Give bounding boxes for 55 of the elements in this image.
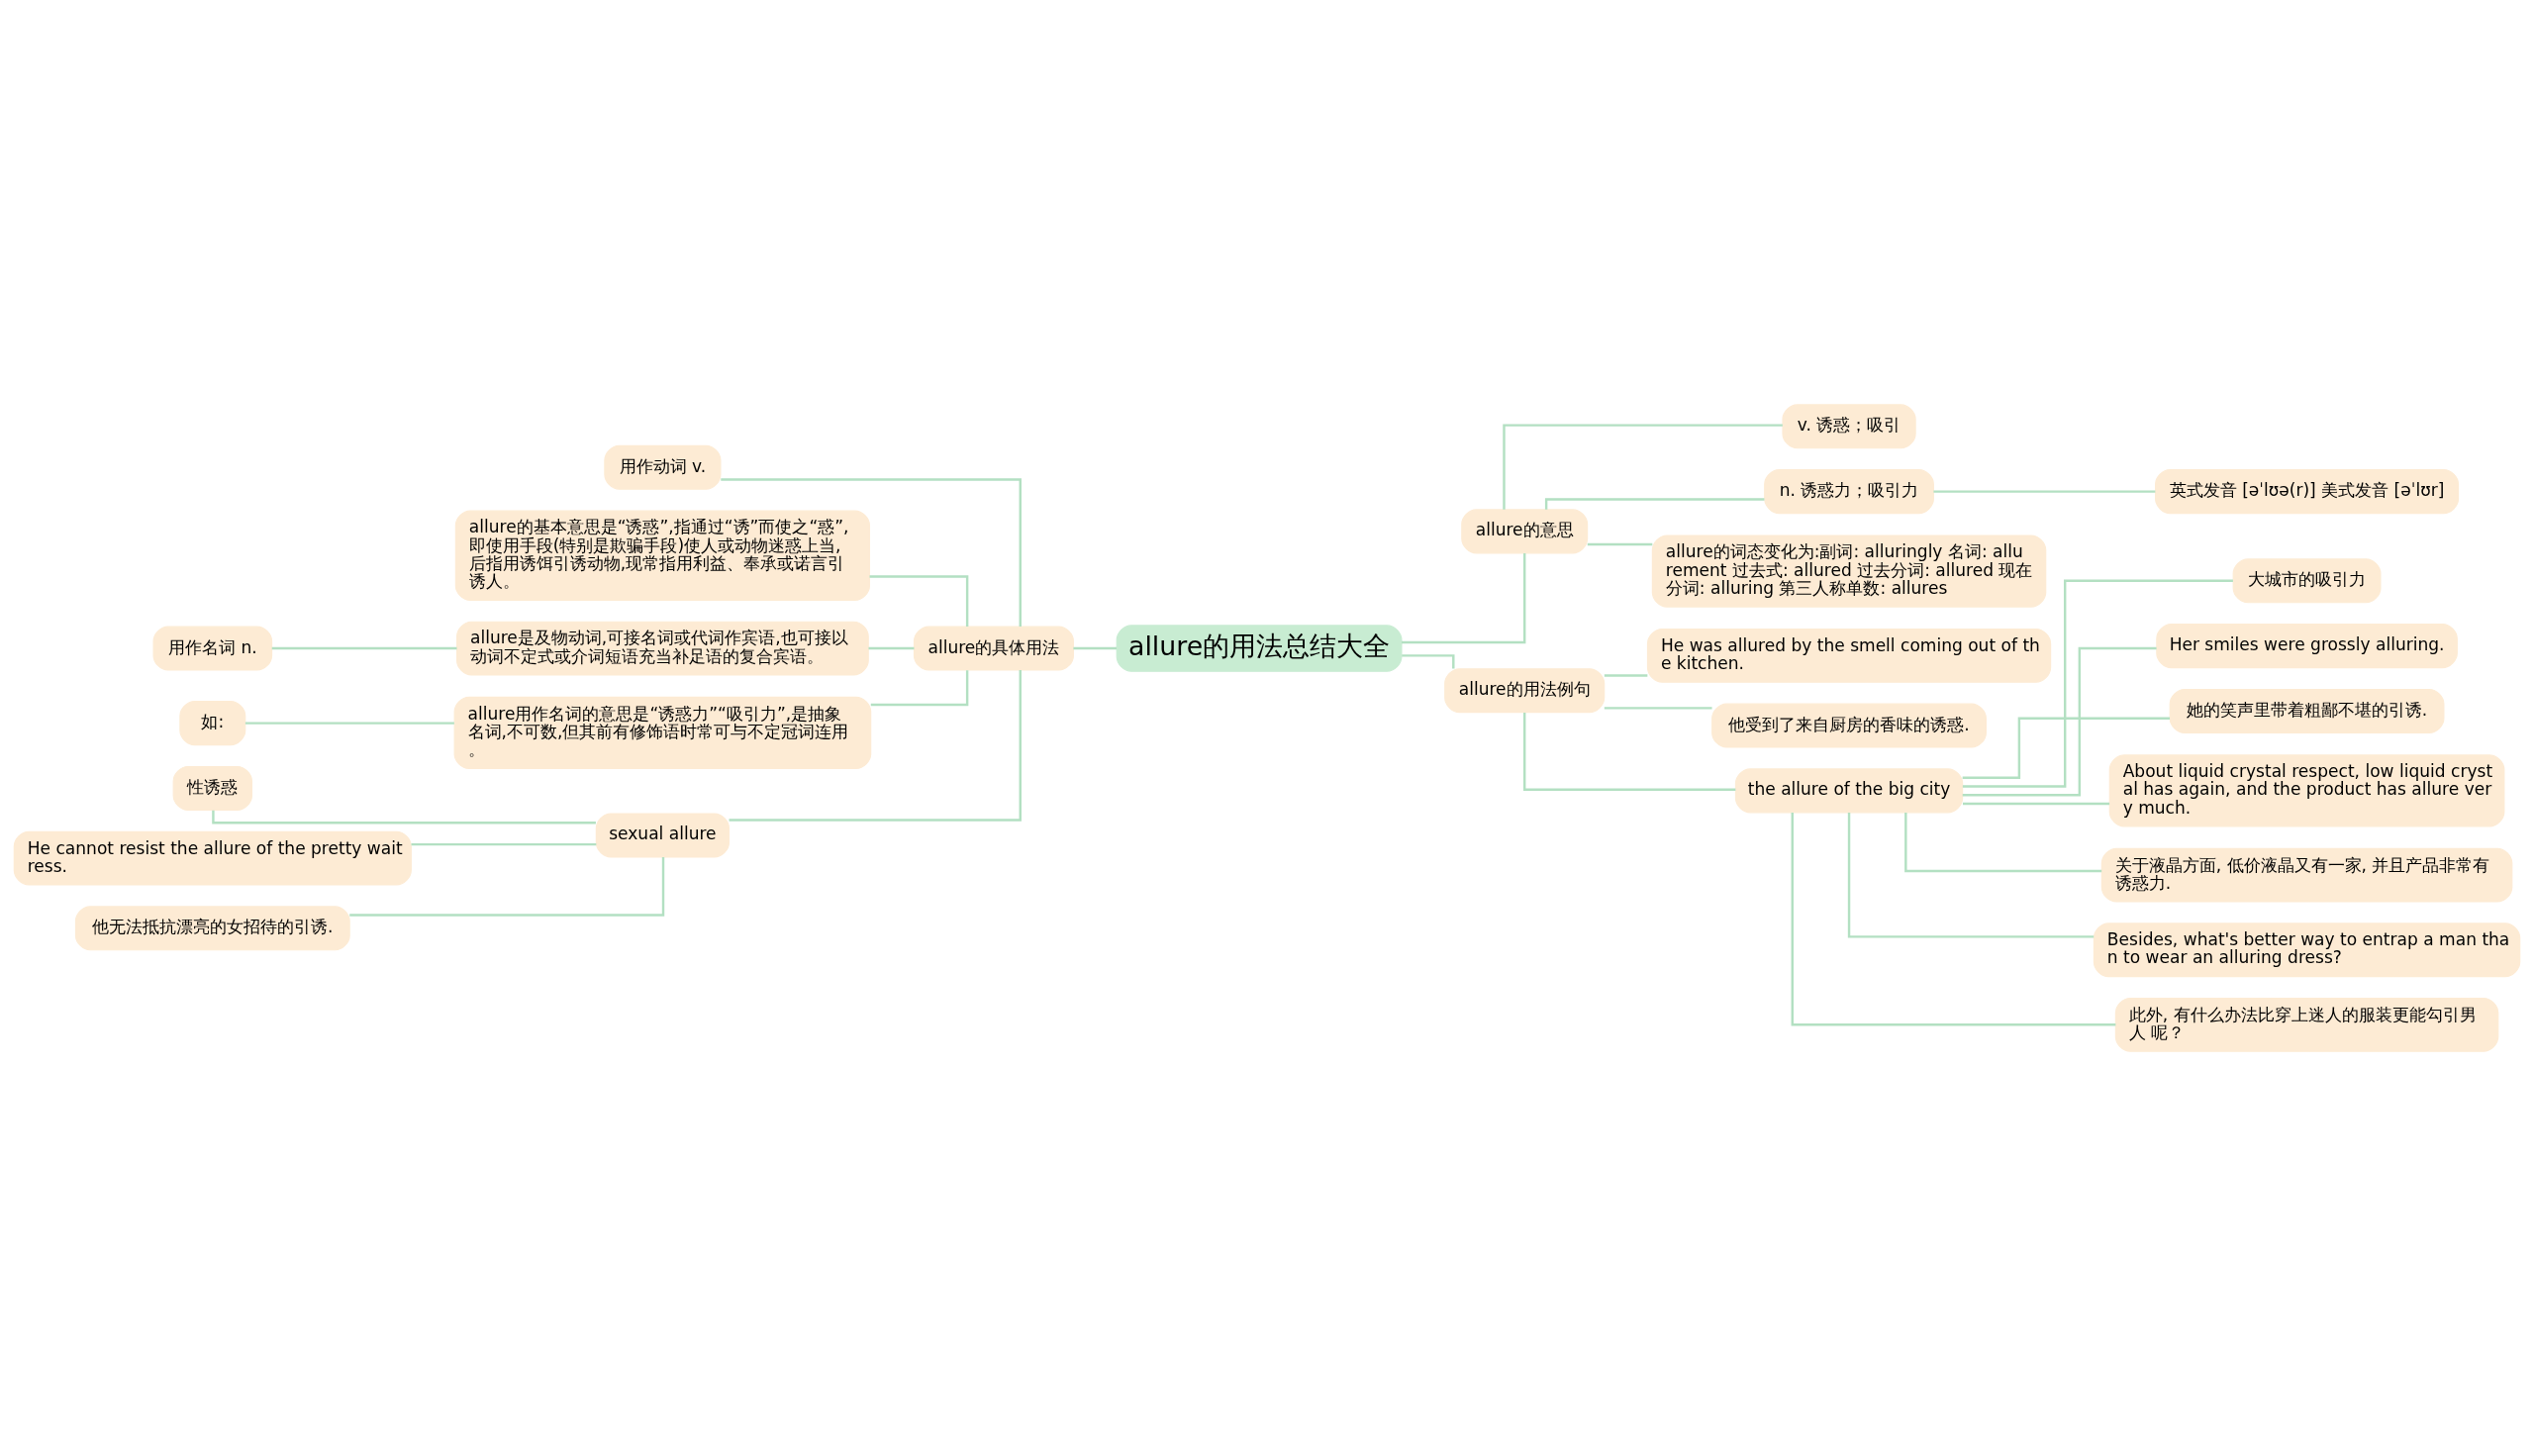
connector: [1933, 490, 2156, 493]
node-box: 英式发音 [əˈlʊə(r)] 美式发音 [əˈlʊr]: [2155, 469, 2460, 515]
node-box: v. 诱惑；吸引: [1782, 404, 1916, 449]
connector: [1503, 424, 1783, 510]
node-box: Besides, what's better way to entrap a man than to wear an alluring dress?: [2093, 922, 2521, 978]
node-box: Her smiles were grossly alluring.: [2156, 624, 2458, 669]
node-box: allure的词态变化为:副词: alluringly 名词: allurement 过去式: allured 过去分词: allured 现在分词: alluring 第三人称单数: allures: [1651, 534, 2047, 608]
connector: [1073, 646, 1118, 650]
node-box: allure的意思: [1461, 509, 1589, 554]
connector: [1402, 654, 1455, 669]
node-box: allure是及物动词,可接名词或代词作宾语,也可接以动词不定式或介词短语充当补足语的复合宾语。: [456, 621, 869, 676]
connector: [1401, 553, 1526, 644]
node-box: 用作动词 v.: [604, 444, 722, 490]
connector: [1791, 813, 2116, 1026]
connector: [1904, 813, 2102, 873]
node-box: n. 诱惑力；吸引力: [1764, 469, 1934, 515]
connector: [212, 810, 596, 825]
connector: [870, 670, 969, 707]
node-box: allure的用法例句: [1444, 668, 1606, 714]
node-box: 关于液晶方面, 低价液晶又有一家, 并且产品非常有诱惑力.: [2100, 847, 2513, 903]
node-box: allure用作名词的意思是“诱惑力”“吸引力”,是抽象名词,不可数,但其前有修饰语时常可与不定冠词连用。: [453, 696, 872, 769]
connector: [244, 722, 454, 725]
node-box: He cannot resist the allure of the pretty waitress.: [13, 830, 412, 886]
connector: [868, 646, 915, 650]
node-box: 此外, 有什么办法比穿上迷人的服装更能勾引男人 呢？: [2114, 997, 2499, 1052]
node-box: the allure of the big city: [1734, 768, 1964, 814]
connector: [729, 670, 1022, 822]
connector: [1962, 579, 2233, 788]
node-box: 大城市的吸引力: [2232, 558, 2382, 604]
node-box: sexual allure: [595, 813, 731, 858]
node-box: 如:: [179, 701, 246, 746]
connector: [869, 575, 969, 627]
connector: [1604, 674, 1648, 677]
node-box: 性诱惑: [172, 765, 253, 811]
connector: [411, 842, 597, 846]
node-box: 他受到了来自厨房的香味的诱惑.: [1711, 703, 1987, 748]
connector: [349, 856, 665, 917]
node-box: allure的具体用法: [913, 626, 1074, 671]
connector: [1963, 802, 2110, 806]
node-box: allure的基本意思是“诱惑”,指通过“诱”而使之“惑”,即使用手段(特别是欺骗手段)使人或动物迷惑上当,后指用诱饵引诱动物,现常指用利益、奉承或诺言引诱人。: [454, 510, 871, 601]
connector: [1604, 707, 1712, 710]
node-box: About liquid crystal respect, low liquid crystal has again, and the product has allure very much.: [2108, 754, 2505, 827]
node-box: 他无法抵抗漂亮的女招待的引诱.: [74, 906, 350, 951]
connector: [1587, 542, 1653, 546]
connector: [721, 478, 1022, 628]
node-box: He was allured by the smell coming out of the kitchen.: [1646, 628, 2052, 683]
connector: [1962, 646, 2157, 797]
node-box: allure的用法总结大全: [1116, 625, 1403, 672]
connector: [1962, 717, 2171, 779]
node-box: 她的笑声里带着粗鄙不堪的引诱.: [2169, 688, 2445, 733]
connector: [1523, 712, 1736, 791]
connector: [1847, 812, 2095, 938]
connector: [1544, 498, 1765, 510]
connector: [271, 646, 457, 650]
node-box: 用作名词 n.: [152, 626, 273, 671]
